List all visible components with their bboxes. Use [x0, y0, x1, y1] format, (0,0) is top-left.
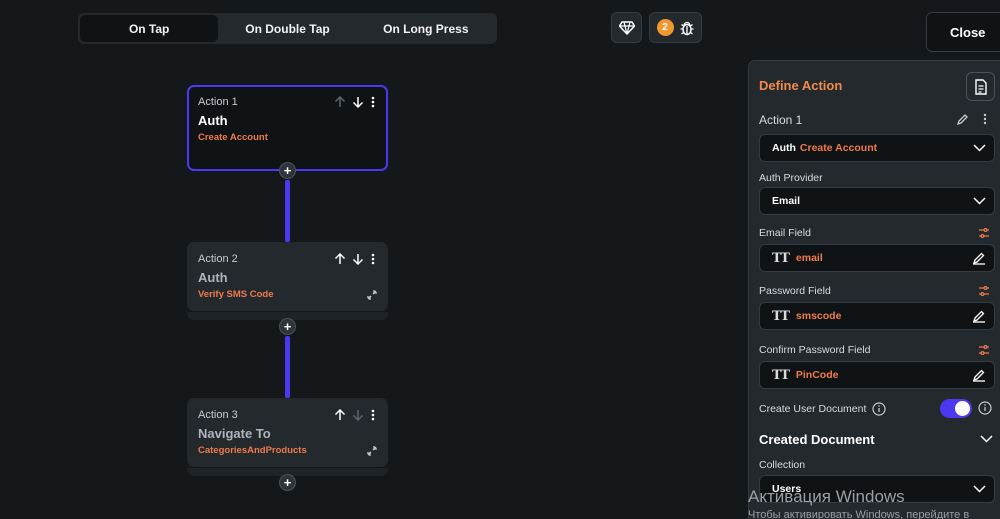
password-field-input[interactable]: TT smscode — [759, 302, 995, 330]
trigger-tabs: On Tap On Double Tap On Long Press — [78, 13, 497, 44]
define-action-panel: Define Action Action 1 Auth Create Accou… — [748, 60, 1000, 519]
edit-icon[interactable] — [972, 251, 986, 265]
more-vert-icon[interactable] — [982, 113, 988, 125]
action-card-3[interactable]: Action 3 Navigate To CategoriesAndProduc… — [187, 398, 388, 467]
action-docs-button[interactable] — [966, 72, 995, 101]
collection-value: Users — [772, 483, 802, 495]
edit-icon[interactable] — [972, 368, 986, 382]
document-add-icon — [974, 78, 987, 95]
bug-icon — [680, 21, 693, 35]
action-title: Auth — [198, 270, 228, 285]
debug-button[interactable]: 2 — [649, 12, 702, 43]
edit-icon[interactable] — [956, 113, 969, 126]
toggle-knob — [955, 401, 970, 416]
flow-connector — [285, 336, 290, 398]
action-subtitle: Verify SMS Code — [198, 289, 274, 300]
action-type-title: Auth — [772, 142, 796, 154]
flow-connector — [285, 180, 290, 242]
issue-count-badge: 2 — [656, 19, 674, 36]
action-title: Auth — [198, 113, 228, 128]
info-icon[interactable] — [872, 402, 886, 416]
action-subtitle: CategoriesAndProducts — [198, 445, 307, 456]
variable-settings-icon[interactable] — [978, 227, 990, 239]
card-footer — [187, 312, 388, 320]
edit-icon[interactable] — [972, 309, 986, 323]
email-field-value: email — [795, 252, 823, 264]
ai-diamond-button[interactable] — [611, 12, 642, 43]
chevron-down-icon — [973, 197, 986, 205]
confirm-password-input[interactable]: TT PinCode — [759, 361, 995, 389]
create-user-doc-label: Create User Document — [759, 403, 867, 415]
close-button[interactable]: Close — [926, 12, 1000, 52]
card-footer — [187, 468, 388, 476]
more-vert-icon[interactable] — [370, 409, 376, 421]
action-card-1[interactable]: Action 1 Auth Create Account — [187, 85, 388, 171]
chevron-down-icon — [973, 144, 986, 152]
windows-activation-watermark: Активация Windows — [748, 487, 905, 506]
panel-title: Define Action — [759, 78, 843, 93]
unlink-icon[interactable] — [366, 445, 378, 457]
add-action-button[interactable]: + — [279, 318, 296, 335]
action-label: Action 2 — [198, 253, 238, 265]
text-type-icon: TT — [772, 367, 790, 383]
arrow-down-icon[interactable] — [352, 409, 364, 421]
text-type-icon: TT — [772, 308, 790, 324]
arrow-down-icon[interactable] — [352, 253, 364, 265]
arrow-up-icon[interactable] — [334, 409, 346, 421]
create-user-doc-toggle[interactable] — [940, 399, 972, 418]
tab-on-long-press[interactable]: On Long Press — [383, 21, 469, 36]
auth-provider-label: Auth Provider — [759, 172, 823, 184]
created-document-heading: Created Document — [759, 432, 875, 447]
text-type-icon: TT — [772, 250, 790, 266]
action-label: Action 1 — [198, 96, 238, 108]
arrow-down-icon[interactable] — [352, 96, 364, 108]
variable-settings-icon[interactable] — [978, 285, 990, 297]
windows-activation-hint: Чтобы активировать Windows, перейдите в — [748, 509, 970, 519]
password-field-label: Password Field — [759, 285, 831, 297]
add-action-button[interactable]: + — [279, 162, 296, 179]
email-field-input[interactable]: TT email — [759, 244, 995, 272]
chevron-down-icon[interactable] — [980, 435, 993, 443]
action-subtitle: Create Account — [198, 132, 268, 143]
collection-label: Collection — [759, 459, 806, 471]
action-label: Action 3 — [198, 409, 238, 421]
action-card-2[interactable]: Action 2 Auth Verify SMS Code — [187, 242, 388, 311]
tab-on-double-tap[interactable]: On Double Tap — [245, 21, 330, 36]
variable-settings-icon[interactable] — [978, 344, 990, 356]
more-vert-icon[interactable] — [370, 96, 376, 108]
collection-select[interactable]: Users — [759, 475, 995, 503]
auth-provider-select[interactable]: Email — [759, 187, 995, 215]
diamond-icon — [618, 20, 635, 35]
unlink-icon[interactable] — [366, 289, 378, 301]
password-field-value: smscode — [795, 310, 842, 322]
action-title: Navigate To — [198, 426, 271, 441]
add-action-button[interactable]: + — [279, 474, 296, 491]
arrow-up-icon[interactable] — [334, 96, 346, 108]
action-type-op: Create Account — [799, 142, 878, 154]
more-vert-icon[interactable] — [370, 253, 376, 265]
confirm-password-label: Confirm Password Field — [759, 344, 871, 356]
tab-on-tap[interactable]: On Tap — [80, 15, 219, 42]
chevron-down-icon — [973, 485, 986, 493]
arrow-up-icon[interactable] — [334, 253, 346, 265]
action-type-select[interactable]: Auth Create Account — [759, 134, 995, 162]
info-icon[interactable] — [978, 401, 992, 415]
action-name-label: Action 1 — [759, 113, 803, 127]
auth-provider-value: Email — [772, 195, 801, 207]
email-field-label: Email Field — [759, 227, 811, 239]
confirm-password-value: PinCode — [795, 369, 839, 381]
